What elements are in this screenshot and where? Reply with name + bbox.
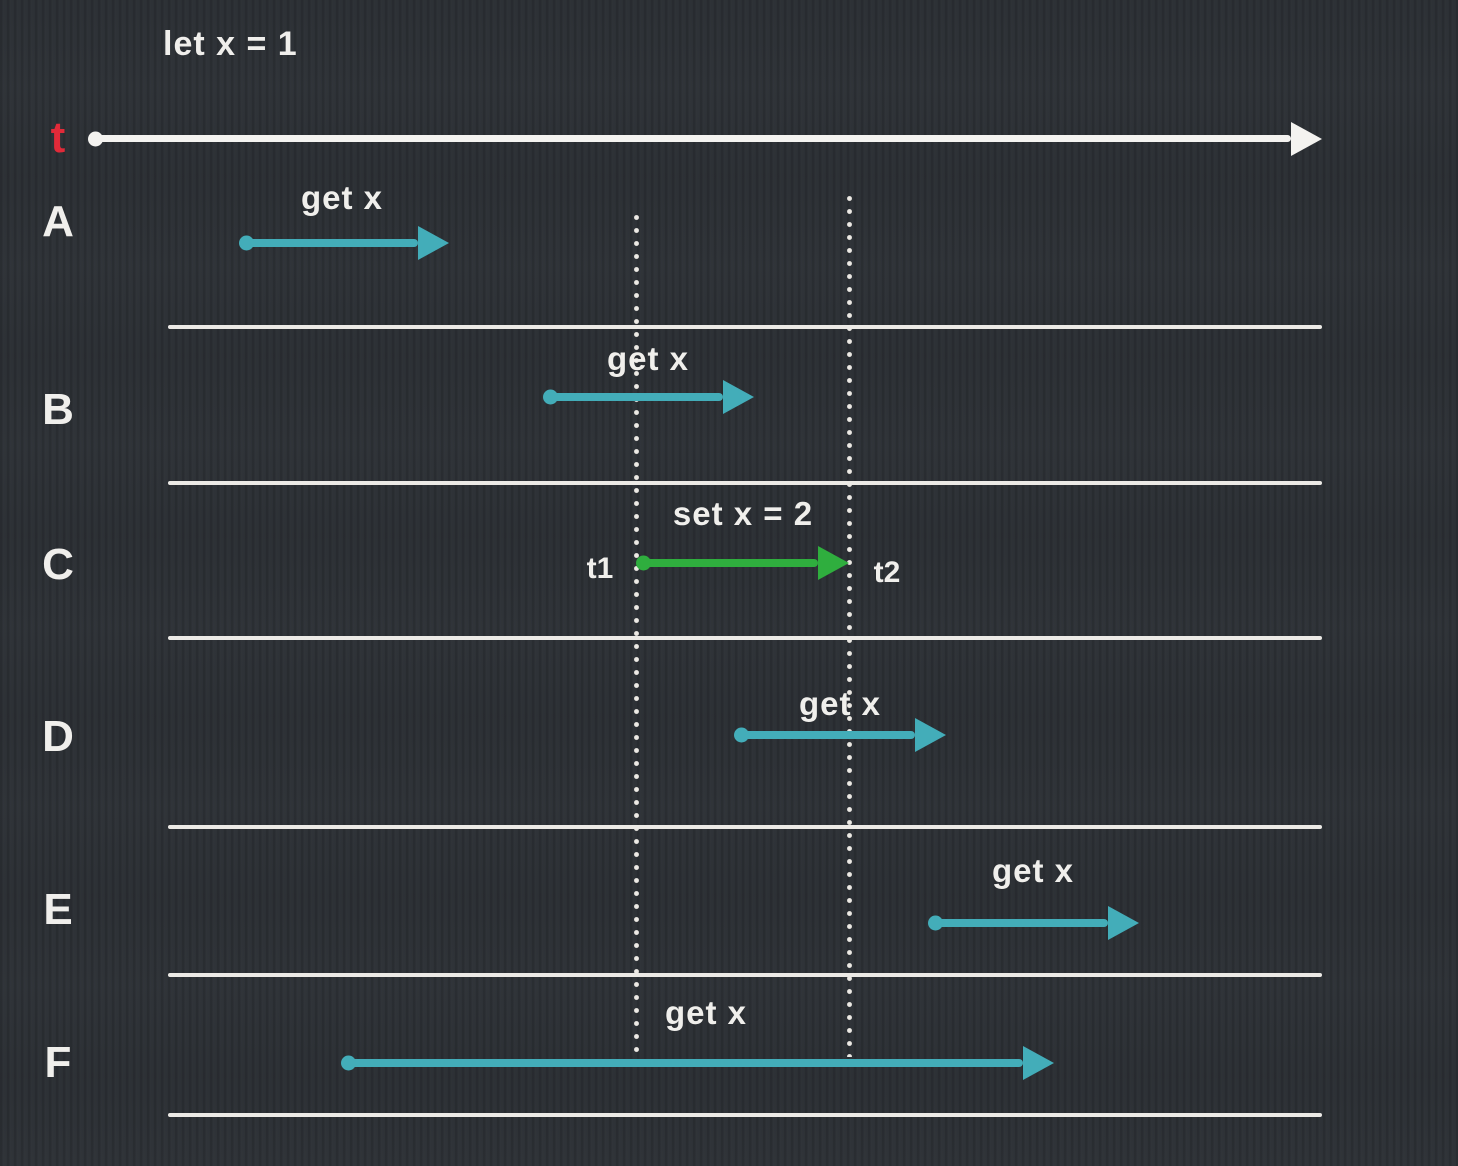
op-arrow-c (640, 559, 818, 567)
op-arrow-f (345, 1059, 1023, 1067)
row-label-a: A (42, 197, 74, 246)
op-arrow-b (547, 393, 723, 401)
dotted-line-t1 (634, 215, 639, 1053)
t1-label: t1 (586, 552, 614, 585)
op-label-d: get x (798, 685, 882, 722)
op-label-c: set x = 2 (672, 495, 814, 532)
row-label-d: D (42, 712, 74, 761)
row-label-f: F (44, 1038, 72, 1087)
op-label-a: get x (300, 179, 384, 216)
row-divider (168, 325, 1322, 329)
row-label-b: B (42, 385, 74, 434)
row-label-c: C (42, 540, 74, 589)
op-label-e: get x (991, 852, 1075, 889)
row-divider (168, 636, 1322, 640)
op-label-b: get x (606, 340, 690, 377)
timeline-label: t (50, 113, 66, 162)
initial-state-label: let x = 1 (163, 25, 298, 63)
op-arrow-a (243, 239, 418, 247)
row-divider (168, 481, 1322, 485)
row-divider (168, 825, 1322, 829)
row-divider (168, 1113, 1322, 1117)
op-arrow-e (932, 919, 1108, 927)
op-label-f: get x (664, 994, 748, 1031)
op-arrow-d (738, 731, 915, 739)
timeline-arrow (92, 135, 1291, 142)
row-divider (168, 973, 1322, 977)
t2-label: t2 (873, 556, 901, 589)
dotted-line-t2 (847, 196, 852, 1057)
row-label-e: E (43, 885, 73, 934)
